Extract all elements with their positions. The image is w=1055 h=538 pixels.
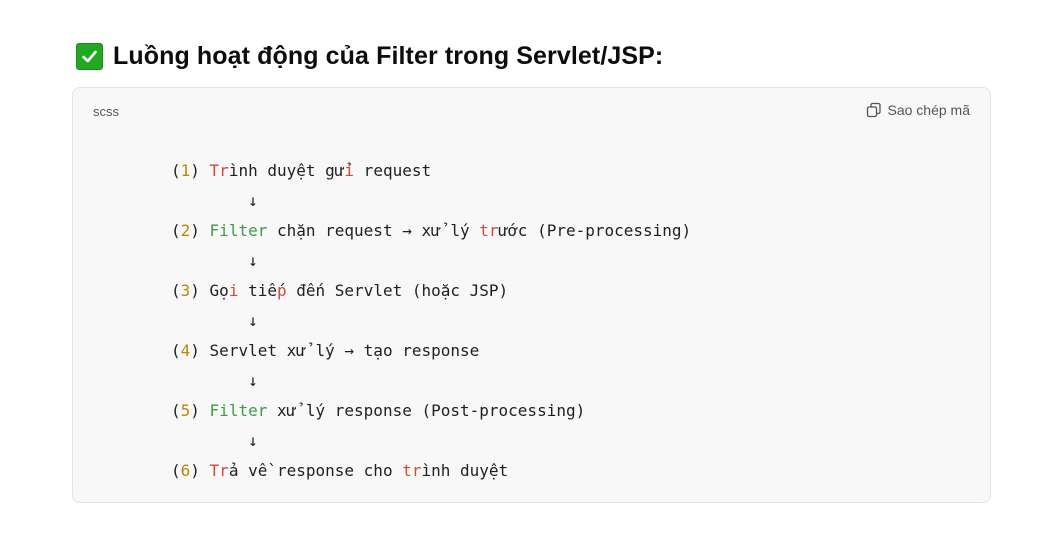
- flow-arrow: ↓: [171, 366, 691, 396]
- code-line: (4) Servlet xử lý → tạo response: [171, 341, 480, 360]
- code-token: tr: [402, 461, 422, 480]
- code-token: Servlet xử lý → tạo response: [209, 341, 480, 360]
- code-block: scss Sao chép mã (1) Trình duyệt gửi req…: [72, 87, 991, 503]
- code-token: ình duyệt: [421, 461, 509, 480]
- code-line: (6) Trả về response cho trình duyệt: [171, 461, 509, 480]
- code-line: (5) Filter xử lý response (Post-processi…: [171, 401, 586, 420]
- code-language-label: scss: [93, 104, 119, 119]
- code-token: Gọ: [209, 281, 229, 300]
- down-arrow-icon: ↓: [248, 371, 258, 390]
- flow-arrow: ↓: [171, 246, 691, 276]
- code-token: đến Servlet (hoặc JSP): [286, 281, 509, 300]
- code-token: request: [354, 161, 432, 180]
- flow-arrow: ↓: [171, 426, 691, 456]
- check-mark-icon: [76, 43, 103, 70]
- code-token: xử lý response (Post-processing): [267, 401, 586, 420]
- step-number: 4: [180, 341, 191, 360]
- copy-code-button[interactable]: Sao chép mã: [866, 102, 971, 118]
- down-arrow-icon: ↓: [248, 311, 258, 330]
- flow-arrow: ↓: [171, 186, 691, 216]
- code-token: tiế: [238, 281, 277, 300]
- code-line: (1) Trình duyệt gửi request: [171, 161, 432, 180]
- code-token: i: [344, 161, 355, 180]
- down-arrow-icon: ↓: [248, 431, 258, 450]
- code-token: Tr: [209, 461, 229, 480]
- step-number: 5: [180, 401, 191, 420]
- code-content: (1) Trình duyệt gửi request ↓ (2) Filter …: [171, 156, 691, 486]
- code-line: (3) Gọi tiếp đến Servlet (hoặc JSP): [171, 281, 509, 300]
- step-number: 6: [180, 461, 191, 480]
- code-token: Filter: [209, 401, 268, 420]
- code-line: (2) Filter chặn request → xử lý trước (P…: [171, 221, 692, 240]
- code-token: ả về response cho: [228, 461, 403, 480]
- heading-title: Luồng hoạt động của Filter trong Servlet…: [113, 42, 664, 70]
- code-token: tr: [479, 221, 499, 240]
- code-token: ình duyệt gử: [228, 161, 345, 180]
- step-number: 2: [180, 221, 191, 240]
- copy-button-label: Sao chép mã: [887, 102, 971, 118]
- code-token: i: [228, 281, 239, 300]
- code-token: Filter: [209, 221, 268, 240]
- down-arrow-icon: ↓: [248, 191, 258, 210]
- code-token: chặn request → xử lý: [267, 221, 480, 240]
- step-number: 3: [180, 281, 191, 300]
- code-token: ước (Pre-processing): [498, 221, 692, 240]
- code-token: p: [276, 281, 287, 300]
- copy-icon: [866, 102, 882, 118]
- flow-arrow: ↓: [171, 306, 691, 336]
- step-number: 1: [180, 161, 191, 180]
- down-arrow-icon: ↓: [248, 251, 258, 270]
- code-token: Tr: [209, 161, 229, 180]
- section-heading: Luồng hoạt động của Filter trong Servlet…: [76, 42, 663, 71]
